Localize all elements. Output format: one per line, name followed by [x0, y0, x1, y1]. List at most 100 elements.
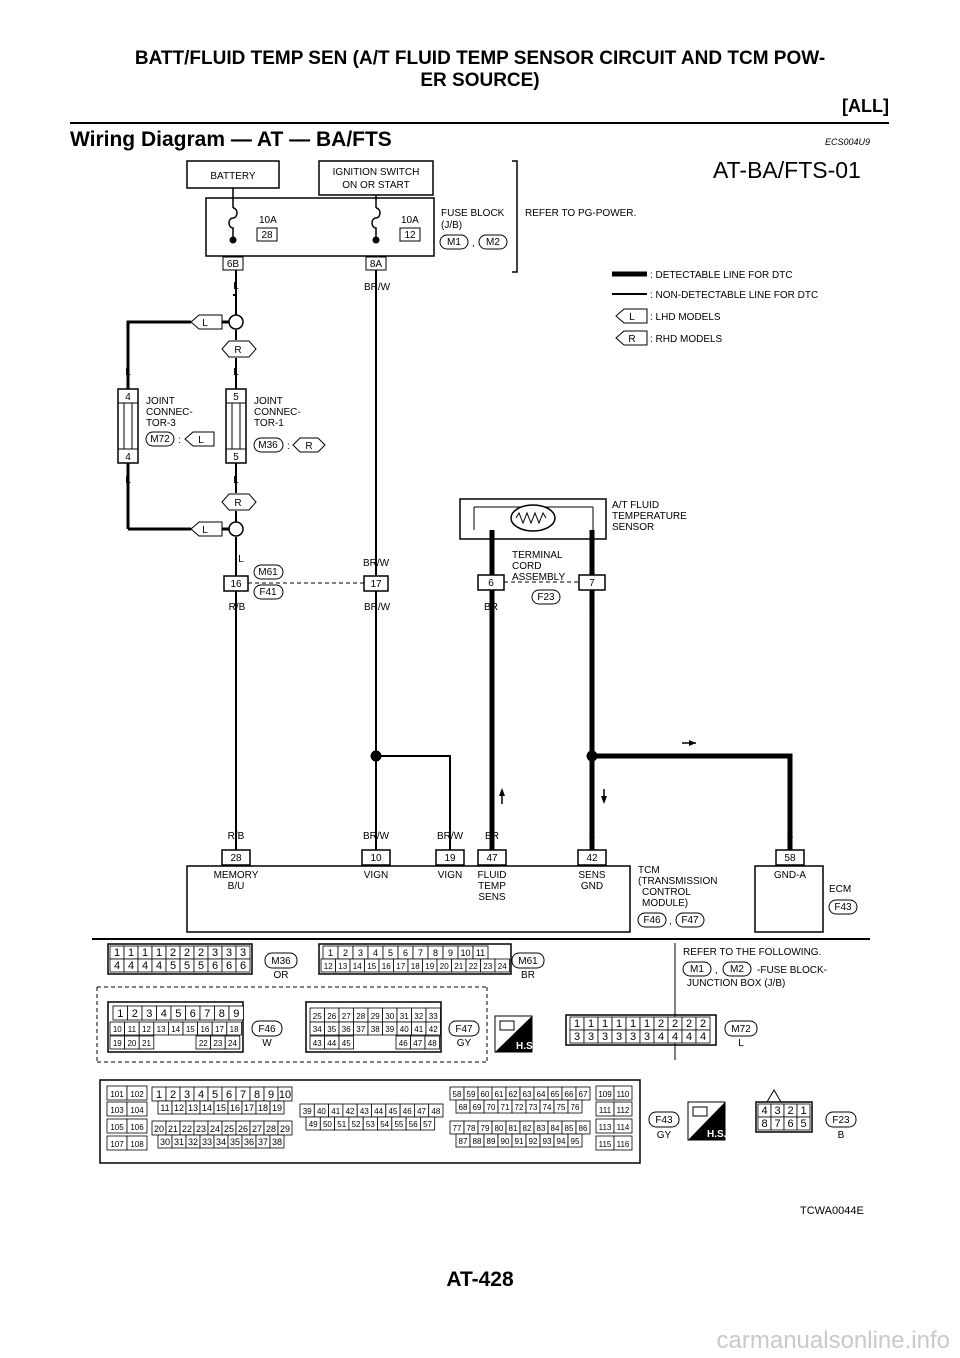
- route-splice-top: [228, 314, 244, 330]
- f46-pin: 4: [161, 1008, 167, 1020]
- hs-label-2: H.S.: [707, 1129, 727, 1140]
- f43-cell: [575, 1086, 591, 1101]
- f46-pin: 21: [142, 1039, 151, 1048]
- m36-pin: 2: [170, 947, 176, 959]
- jc3-label-line1: JOINT: [146, 396, 175, 407]
- m72-pin: 1: [602, 1018, 608, 1030]
- ecm-box: [754, 865, 824, 933]
- ecm-name: ECM: [829, 884, 851, 895]
- jc1-colon: :: [287, 441, 290, 452]
- f43-pin: 7: [240, 1089, 246, 1101]
- m61-outline: [318, 943, 512, 975]
- f43-pin: 48: [431, 1107, 440, 1116]
- f43-pin: 23: [196, 1124, 206, 1134]
- f46-pin: 7: [204, 1008, 210, 1020]
- f43-pin: 47: [417, 1107, 426, 1116]
- m36-pin: 2: [198, 947, 204, 959]
- f43-pin: 11: [160, 1103, 169, 1113]
- f43-pin: 26: [238, 1124, 248, 1134]
- f43-cell: [613, 1118, 633, 1134]
- tcm-connector-f47: F47: [681, 915, 699, 926]
- tcm-name-line2: (TRANSMISSION: [638, 876, 717, 887]
- wire-color-brw-top: BR/W: [364, 282, 391, 293]
- tcm-label-vign-10: VIGN: [364, 870, 388, 881]
- m36-pin: 6: [240, 960, 246, 972]
- fuse2-rating: 10A: [401, 215, 419, 226]
- f46-pin: 17: [215, 1025, 224, 1034]
- section-title: Wiring Diagram — AT — BA/FTS: [70, 128, 392, 151]
- f47-pin: 33: [429, 1012, 438, 1021]
- fuse1-rating: 10A: [259, 215, 277, 226]
- m72-pin: 1: [574, 1018, 580, 1030]
- wire-color-b-ecm: B: [787, 831, 794, 842]
- f43-pin: 25: [224, 1124, 234, 1134]
- f46-pin: 13: [157, 1025, 166, 1034]
- f43-pin: 101: [110, 1090, 124, 1099]
- tcm-label-sens: SENS: [478, 892, 506, 903]
- wire-color-l-above16: L: [238, 554, 244, 565]
- f43-pin: 56: [409, 1120, 418, 1129]
- f43-cell: [567, 1133, 583, 1148]
- f43-cell: [567, 1099, 583, 1114]
- route-splice-bottom: [228, 521, 244, 537]
- f43-pin: 59: [467, 1090, 476, 1099]
- m36-id: M36: [271, 956, 291, 967]
- m72-pin: 2: [672, 1018, 678, 1030]
- ecm-connector-f43: F43: [834, 902, 852, 913]
- jc1-tag: R: [305, 441, 312, 452]
- wire-color-l-jc3-top: L: [125, 367, 131, 378]
- m36-pin: 5: [184, 960, 190, 972]
- f43-pin: 12: [174, 1103, 184, 1113]
- m72-pin: 1: [616, 1018, 622, 1030]
- f47-id: F47: [455, 1024, 473, 1035]
- jc3-colon: :: [178, 435, 181, 446]
- f43-pin: 50: [323, 1120, 332, 1129]
- f47-pin: 46: [399, 1039, 408, 1048]
- m61-pin: 19: [425, 962, 434, 971]
- f43-pin: 31: [174, 1137, 184, 1147]
- f47-cell: [424, 1035, 440, 1050]
- m72-cell: [695, 1029, 711, 1044]
- f23-id: F23: [832, 1115, 850, 1126]
- ignition-label-line1: IGNITION SWITCH: [333, 167, 420, 178]
- f47-pin: 39: [385, 1025, 394, 1034]
- f43-pin: 55: [394, 1120, 403, 1129]
- m72-pin: 3: [630, 1031, 636, 1043]
- m72-outline: [565, 1014, 717, 1046]
- tcm-label-temp: TEMP: [478, 881, 506, 892]
- f46-pin: 2: [132, 1008, 138, 1020]
- f43-pin: 52: [352, 1120, 361, 1129]
- fuse-block-connector-sep: ,: [472, 238, 475, 249]
- jc1-pin-bottom: 5: [233, 452, 239, 463]
- f46-pin: 15: [186, 1025, 195, 1034]
- f43-pin: 19: [272, 1103, 282, 1113]
- m36-pin: 6: [212, 960, 218, 972]
- f43-pin: 34: [216, 1137, 226, 1147]
- tcm-pin-10: 10: [370, 853, 382, 864]
- f43-cell: [613, 1135, 633, 1151]
- f43-id: F43: [655, 1115, 673, 1126]
- f46-pin: 10: [113, 1025, 122, 1034]
- f47-pin: 47: [413, 1039, 422, 1048]
- fuse1-number: 28: [261, 230, 273, 241]
- refer-desc2: JUNCTION BOX (J/B): [687, 978, 785, 989]
- f46-pin: 18: [230, 1025, 239, 1034]
- f46-pin: 11: [128, 1025, 137, 1034]
- tcm-connector-f46: F46: [643, 915, 661, 926]
- f43-pin: 29: [280, 1124, 290, 1134]
- m36-pin: 3: [212, 947, 218, 959]
- tcm-box: [186, 865, 631, 933]
- f47-cell: [338, 1035, 354, 1050]
- f46-pin: 19: [113, 1039, 122, 1048]
- f43-pin: 73: [529, 1103, 538, 1112]
- wire-color-brw-below17: BR/W: [364, 602, 391, 613]
- f46-pin: 22: [199, 1039, 208, 1048]
- jc3-label-line3: TOR-3: [146, 418, 176, 429]
- m36-pin: 1: [142, 947, 148, 959]
- m61-pin: 16: [382, 962, 391, 971]
- m61-pin: 14: [353, 962, 362, 971]
- f43-pin: 78: [467, 1124, 476, 1133]
- f43-cell: [126, 1085, 148, 1101]
- f47-pin: 28: [356, 1012, 365, 1021]
